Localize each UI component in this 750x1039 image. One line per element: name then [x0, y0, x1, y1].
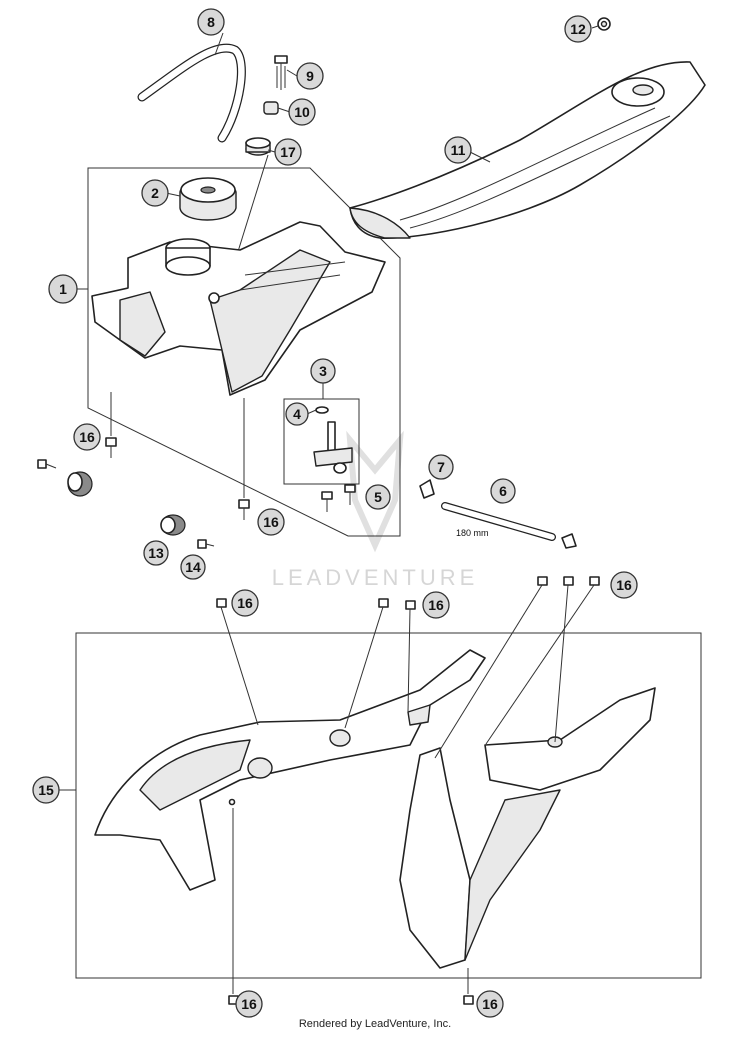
callout-15[interactable]: 15 — [32, 776, 60, 804]
panel-screw-16-d — [434, 576, 548, 759]
callout-16-bottom-right[interactable]: 16 — [476, 990, 504, 1018]
tank-screw-16-bottom — [238, 398, 250, 520]
svg-text:8: 8 — [207, 14, 215, 30]
callout-11[interactable]: 11 — [444, 136, 472, 164]
hose-clamp-part-right — [561, 533, 577, 549]
callout-6[interactable]: 6 — [490, 478, 516, 504]
panel-screw-16-e — [554, 576, 574, 743]
fuel-cap-part — [179, 177, 237, 221]
callout-17[interactable]: 17 — [274, 138, 302, 166]
svg-text:5: 5 — [374, 489, 382, 505]
panel-screw-16-b — [344, 598, 389, 729]
callout-4[interactable]: 4 — [285, 402, 309, 426]
hose-length-label: 180 mm — [456, 528, 489, 538]
fuel-tank-part — [91, 221, 386, 396]
callout-10[interactable]: 10 — [288, 98, 316, 126]
rubber-grommet-part — [245, 137, 271, 156]
fuel-tap-screw-left — [321, 491, 333, 512]
panel-screw-16-g — [228, 808, 239, 1005]
svg-text:16: 16 — [237, 595, 253, 611]
leader-10 — [277, 107, 291, 113]
svg-text:7: 7 — [437, 459, 445, 475]
screw-assembly-line — [235, 154, 269, 259]
svg-text:9: 9 — [306, 68, 314, 84]
panel-screw-16-h — [463, 968, 474, 1005]
svg-text:16: 16 — [428, 597, 444, 613]
vent-hose-part — [137, 43, 246, 143]
fuel-tap-group-box — [283, 398, 360, 485]
mount-rubber-left — [67, 471, 93, 497]
mount-bolt-left — [37, 459, 57, 469]
svg-text:15: 15 — [38, 782, 54, 798]
leader-12 — [591, 25, 599, 29]
panel-screw-16-f — [485, 576, 600, 745]
svg-text:6: 6 — [499, 483, 507, 499]
tank-screw-part — [274, 55, 288, 90]
callout-13[interactable]: 13 — [143, 540, 169, 566]
right-side-panel-part — [399, 687, 656, 969]
callout-5[interactable]: 5 — [365, 484, 391, 510]
callout-9[interactable]: 9 — [296, 62, 324, 90]
svg-text:11: 11 — [451, 142, 466, 158]
callout-16-panel-left[interactable]: 16 — [231, 589, 259, 617]
svg-text:16: 16 — [263, 514, 279, 530]
svg-text:12: 12 — [570, 21, 586, 37]
leader-11 — [469, 151, 491, 163]
svg-text:16: 16 — [616, 577, 632, 593]
leader-17 — [267, 149, 276, 153]
svg-text:4: 4 — [293, 406, 301, 422]
seat-fastener-part — [597, 17, 611, 31]
svg-text:2: 2 — [151, 185, 159, 201]
panel-screw-16-c — [405, 600, 416, 713]
seat-part — [349, 61, 706, 239]
callout-12[interactable]: 12 — [564, 15, 592, 43]
rubber-bushing-part — [160, 514, 186, 536]
fuel-tap-screw-right — [344, 484, 356, 505]
callout-3[interactable]: 3 — [310, 358, 336, 384]
svg-text:10: 10 — [294, 104, 310, 120]
callout-7[interactable]: 7 — [428, 454, 454, 480]
callout-2[interactable]: 2 — [141, 179, 169, 207]
footer-credit: Rendered by LeadVenture, Inc. — [298, 1018, 452, 1030]
callout-16-tank-left[interactable]: 16 — [73, 423, 101, 451]
side-panels-group-box — [75, 632, 702, 979]
fuel-hose-part — [441, 502, 556, 541]
callout-8[interactable]: 8 — [197, 8, 225, 36]
watermark-text: LEADVENTURE — [272, 565, 479, 590]
leadventure-watermark-logo: LEADVENTURE — [272, 430, 479, 590]
svg-text:13: 13 — [148, 545, 164, 561]
panel-screw-16-a — [216, 598, 259, 726]
hose-clamp-part — [419, 479, 435, 499]
leader-9 — [286, 69, 298, 77]
svg-text:17: 17 — [280, 144, 296, 160]
callout-16-bottom-left[interactable]: 16 — [235, 990, 263, 1018]
svg-text:3: 3 — [319, 363, 327, 379]
left-side-panel-part — [94, 649, 486, 891]
callout-16-panel-mid[interactable]: 16 — [422, 591, 450, 619]
fuel-tank-group-box — [87, 167, 401, 537]
svg-text:16: 16 — [482, 996, 498, 1012]
collar-screw-part — [197, 539, 215, 549]
svg-text:14: 14 — [185, 559, 201, 575]
callout-16-panel-right[interactable]: 16 — [610, 571, 638, 599]
callout-1[interactable]: 1 — [48, 274, 78, 304]
tank-screw-16-left — [105, 392, 117, 458]
callout-14[interactable]: 14 — [180, 554, 206, 580]
fuel-tap-part — [313, 406, 353, 474]
bushing-part — [263, 101, 279, 115]
callout-16-tank-bottom[interactable]: 16 — [257, 508, 285, 536]
svg-text:1: 1 — [59, 281, 67, 297]
leader-8 — [214, 32, 224, 56]
svg-text:16: 16 — [241, 996, 257, 1012]
svg-text:16: 16 — [79, 429, 95, 445]
